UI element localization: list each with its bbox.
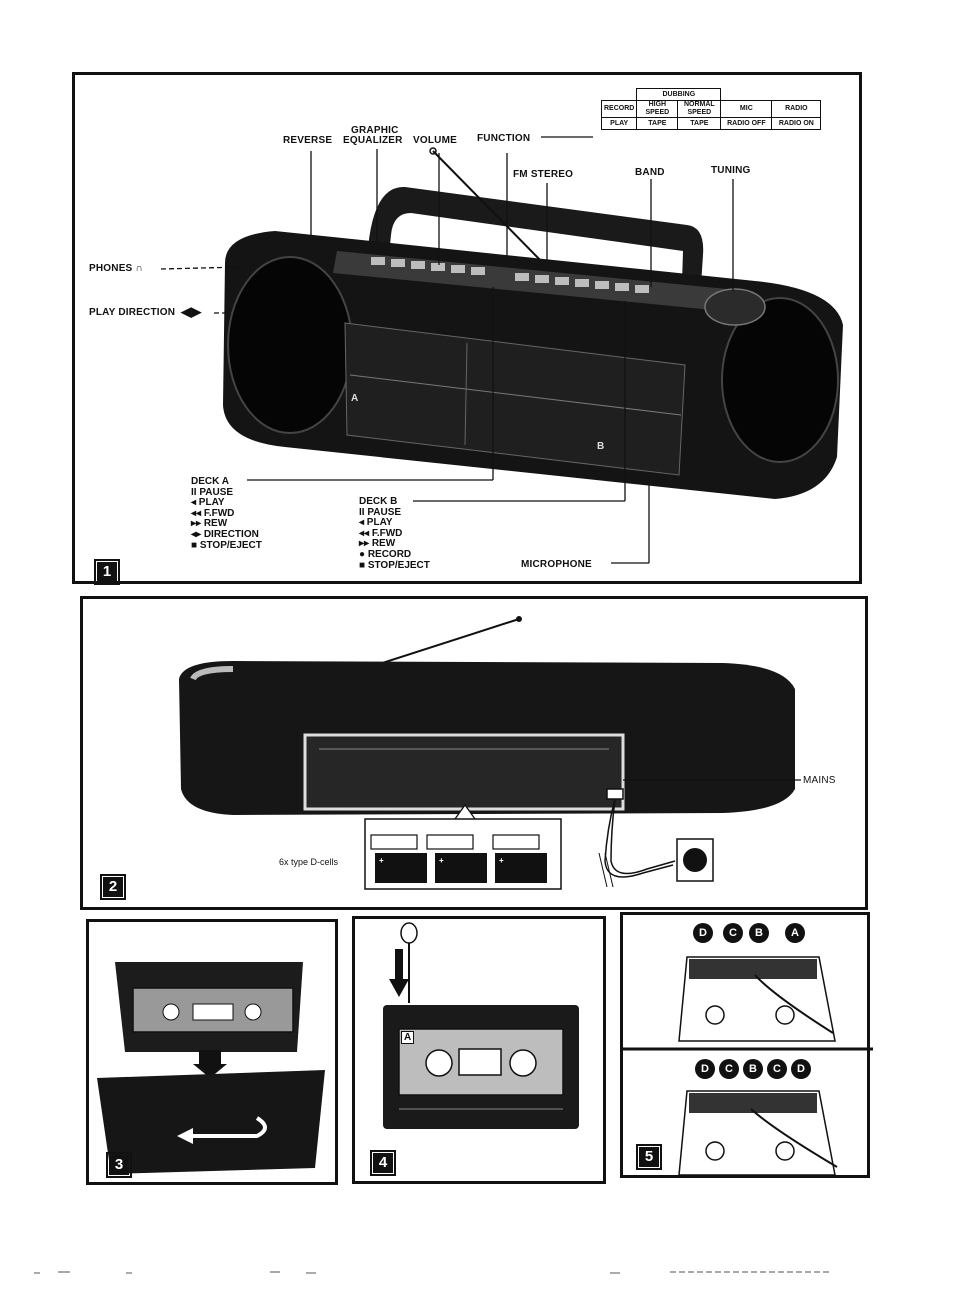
fn-bottom-cell: RADIO ON	[771, 117, 822, 130]
connection-sockets-illustration	[623, 956, 873, 1176]
figure-3-panel: 3	[86, 919, 338, 1185]
figure-4-panel: A 4	[352, 916, 606, 1184]
figure-number-badge: 5	[636, 1144, 662, 1170]
tuning-label: TUNING	[711, 165, 751, 176]
band-label: BAND	[635, 167, 665, 178]
fn-top-cell: NORMAL SPEED	[677, 100, 722, 118]
function-switch-table: DUBBING RECORD HIGH SPEED NORMAL SPEED M…	[600, 88, 822, 130]
fn-bottom-cell: TAPE	[636, 117, 679, 130]
fn-top-cell: HIGH SPEED	[636, 100, 679, 118]
play-direction-icon: ◀▶	[181, 304, 202, 319]
plug-label-top: B	[749, 923, 769, 943]
figure-number-badge: 2	[100, 874, 126, 900]
mains-label: MAINS	[803, 775, 836, 786]
dubbing-header: DUBBING	[636, 88, 722, 101]
deck-b-item: ■ STOP/EJECT	[359, 559, 430, 571]
phones-label: PHONES ∩	[89, 263, 143, 274]
figure-number-badge: 3	[106, 1152, 132, 1178]
deck-a-item: ▸▸ REW	[191, 518, 228, 530]
svg-text:+: +	[499, 856, 504, 865]
deck-a-item: ■ STOP/EJECT	[191, 539, 262, 551]
deck-b-item: ● RECORD	[359, 548, 412, 560]
fn-top-cell: RADIO	[771, 100, 822, 118]
scan-artifact-strip	[34, 1271, 830, 1274]
reverse-label: REVERSE	[283, 135, 333, 146]
fn-top-cell: MIC	[720, 100, 773, 118]
figure-5-panel: D C B A D C B C D 5	[620, 912, 873, 1178]
fn-bottom-cell: RADIO OFF	[720, 117, 773, 130]
deck-a-title: DECK A	[191, 476, 229, 487]
record-protection-illustration	[383, 922, 579, 1129]
plug-label-top: C	[723, 923, 743, 943]
svg-text:+: +	[439, 856, 444, 865]
cassette-side-label: A	[401, 1031, 415, 1044]
figure-number-badge: 4	[370, 1150, 396, 1176]
boombox-front-illustration	[160, 136, 843, 564]
microphone-label: MICROPHONE	[521, 559, 592, 570]
cassette-insert-illustration	[97, 962, 325, 1174]
play-direction-label: PLAY DIRECTION	[89, 307, 176, 318]
fn-bottom-cell: TAPE	[677, 117, 722, 130]
fn-top-cell: RECORD	[600, 100, 638, 118]
boombox-rear-illustration: + + +	[179, 616, 801, 890]
plug-label-bottom: B	[743, 1059, 763, 1079]
figure-1-panel: GRAPHIC REVERSE EQUALIZER VOLUME FUNCTIO…	[72, 72, 862, 585]
deck-b-mark: B	[597, 441, 605, 452]
plug-label-bottom: D	[695, 1059, 715, 1079]
plug-label-top: A	[785, 923, 805, 943]
fm-stereo-label: FM STEREO	[513, 169, 574, 180]
deck-a-item: ◂◂ F.FWD	[191, 507, 235, 519]
deck-a-controls: DECK A II PAUSE ◂ PLAY ◂◂ F.FWD ▸▸ REW ◂…	[191, 476, 262, 551]
deck-a-mark: A	[351, 393, 359, 404]
figure-number-badge: 1	[94, 559, 120, 585]
plug-label-top: D	[693, 923, 713, 943]
function-label: FUNCTION	[477, 133, 531, 144]
fn-bottom-cell: PLAY	[600, 117, 638, 130]
deck-b-title: DECK B	[359, 496, 398, 507]
battery-caption: 6x type D-cells	[279, 857, 339, 867]
deck-a-item: ◂▸ DIRECTION	[191, 528, 259, 540]
deck-b-item: II PAUSE	[359, 506, 402, 518]
svg-text:+: +	[379, 856, 384, 865]
figure-2-panel: + + + MAINS 6x type D-cells 2	[80, 596, 868, 910]
deck-b-item: ◂ PLAY	[359, 517, 393, 529]
deck-a-item: ◂ PLAY	[191, 497, 225, 509]
deck-b-item: ◂◂ F.FWD	[359, 527, 403, 539]
plug-label-bottom: C	[719, 1059, 739, 1079]
deck-b-controls: DECK B II PAUSE ◂ PLAY ◂◂ F.FWD ▸▸ REW ●…	[359, 496, 430, 571]
plug-label-bottom: C	[767, 1059, 787, 1079]
volume-label: VOLUME	[413, 135, 457, 146]
deck-a-item: II PAUSE	[191, 486, 234, 498]
deck-b-item: ▸▸ REW	[359, 538, 396, 550]
plug-label-bottom: D	[791, 1059, 811, 1079]
equalizer-label: EQUALIZER	[343, 135, 403, 146]
graphic-label: GRAPHIC	[351, 125, 399, 136]
